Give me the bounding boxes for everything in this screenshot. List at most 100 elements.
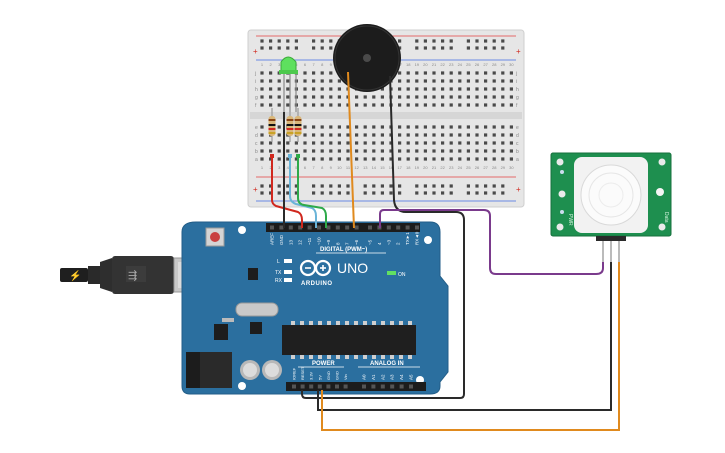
column-number-top: 28 bbox=[492, 62, 497, 67]
row-letter: b bbox=[516, 149, 519, 155]
digital-pin-label: RX◄0 bbox=[415, 231, 420, 245]
column-number-bottom: 18 bbox=[406, 165, 411, 170]
column-number-top: 2 bbox=[269, 62, 272, 67]
on-label: ON bbox=[398, 272, 406, 278]
column-number-bottom: 17 bbox=[397, 165, 402, 170]
column-number-bottom: 27 bbox=[483, 165, 488, 170]
rail-plus-top-left: + bbox=[253, 47, 258, 56]
column-number-bottom: 2 bbox=[269, 165, 272, 170]
resistor-2[interactable] bbox=[286, 108, 294, 142]
digital-pin-label: ~5 bbox=[368, 239, 373, 245]
row-letter: h bbox=[516, 87, 519, 93]
column-number-bottom: 3 bbox=[278, 165, 281, 170]
column-number-bottom: 23 bbox=[449, 165, 454, 170]
arduino-logo-icon bbox=[299, 259, 332, 277]
microcontroller-chip bbox=[288, 325, 416, 355]
wire-sensor-orange bbox=[321, 262, 620, 431]
resistor-3[interactable] bbox=[294, 108, 302, 142]
column-number-bottom: 14 bbox=[372, 165, 377, 170]
analog-pin-label: A0 bbox=[362, 374, 367, 380]
column-number-bottom: 5 bbox=[295, 165, 298, 170]
digital-header-label: DIGITAL (PWM~) bbox=[320, 247, 367, 253]
pir-label-left: PWR bbox=[567, 214, 573, 226]
wire-buzzer-orange bbox=[347, 71, 355, 229]
row-letter: g bbox=[516, 95, 519, 101]
digital-pin-label: ~9 bbox=[326, 239, 331, 245]
analog-pin-label: A4 bbox=[399, 374, 404, 380]
power-pin-label: GND bbox=[335, 371, 340, 380]
power-pin-label: Vin bbox=[343, 374, 348, 380]
column-number-top: 19 bbox=[415, 62, 420, 67]
row-letter: c bbox=[516, 141, 519, 147]
column-number-bottom: 6 bbox=[304, 165, 307, 170]
digital-pin-label: ~10 bbox=[317, 237, 322, 245]
led-tx-label: TX bbox=[275, 270, 282, 276]
power-pin-label: IOREF bbox=[292, 367, 297, 380]
column-number-top: 6 bbox=[304, 62, 307, 67]
column-number-bottom: 24 bbox=[458, 165, 463, 170]
column-number-bottom: 13 bbox=[363, 165, 368, 170]
column-number-bottom: 16 bbox=[389, 165, 394, 170]
digital-header bbox=[266, 223, 420, 232]
column-number-top: 18 bbox=[406, 62, 411, 67]
power-led bbox=[387, 271, 396, 275]
analog-pin-label: A3 bbox=[390, 374, 395, 380]
row-letter: a bbox=[255, 157, 258, 163]
analog-pin-label: A2 bbox=[380, 374, 385, 380]
led[interactable] bbox=[279, 56, 298, 112]
column-number-top: 21 bbox=[432, 62, 437, 67]
digital-pin-label: 8 bbox=[335, 242, 340, 245]
piezo-buzzer[interactable] bbox=[333, 24, 401, 92]
power-pin-label: RESET bbox=[300, 366, 305, 380]
usb-bolt-icon: ⚡ bbox=[69, 269, 81, 282]
row-letter: i bbox=[255, 79, 256, 85]
row-letter: f bbox=[255, 103, 257, 109]
column-number-top: 22 bbox=[440, 62, 445, 67]
digital-pin-label: ~6 bbox=[354, 239, 359, 245]
row-letter: e bbox=[516, 125, 519, 131]
digital-pin-label: TX►1 bbox=[405, 232, 410, 245]
column-number-top: 20 bbox=[423, 62, 428, 67]
usb-icon: ⇶ bbox=[128, 269, 137, 282]
wire-green bbox=[297, 156, 327, 228]
row-letter: e bbox=[255, 125, 258, 131]
column-number-top: 29 bbox=[501, 62, 506, 67]
resistor-1[interactable] bbox=[268, 108, 276, 142]
row-letter: j bbox=[254, 71, 256, 77]
column-number-bottom: 26 bbox=[475, 165, 480, 170]
power-analog-header bbox=[286, 382, 426, 391]
power-pin-label: GND bbox=[326, 371, 331, 380]
column-number-top: 7 bbox=[312, 62, 315, 67]
column-number-top: 1 bbox=[261, 62, 264, 67]
digital-pin-label: 12 bbox=[298, 239, 303, 245]
column-number-bottom: 9 bbox=[330, 165, 333, 170]
column-number-bottom: 1 bbox=[261, 165, 264, 170]
power-pin-label: 3.3V bbox=[309, 371, 314, 380]
column-number-bottom: 10 bbox=[337, 165, 342, 170]
column-number-bottom: 30 bbox=[509, 165, 514, 170]
breadboard-labels: 1122334455667788991010111112121313141415… bbox=[254, 62, 519, 170]
row-letter: d bbox=[255, 133, 258, 139]
rail-plus-top-right: + bbox=[516, 47, 521, 56]
row-letter: d bbox=[516, 133, 519, 139]
brand-label: ARDUINO bbox=[301, 281, 333, 287]
column-number-bottom: 12 bbox=[354, 165, 359, 170]
pir-sensor[interactable]: PWR Data bbox=[550, 152, 672, 262]
wire-red bbox=[271, 156, 303, 228]
row-letter: f bbox=[516, 103, 518, 109]
pir-label-right: Data bbox=[663, 212, 669, 223]
row-letter: i bbox=[516, 79, 517, 85]
row-letter: b bbox=[255, 149, 258, 155]
column-number-top: 5 bbox=[295, 62, 298, 67]
power-label: POWER bbox=[312, 361, 335, 367]
column-number-bottom: 7 bbox=[312, 165, 315, 170]
wires bbox=[271, 71, 620, 431]
analog-pin-label: A5 bbox=[409, 374, 414, 380]
digital-pin-label: GND bbox=[279, 234, 284, 245]
digital-pin-label: 13 bbox=[288, 239, 293, 245]
column-number-bottom: 11 bbox=[346, 165, 351, 170]
digital-pin-label: 4 bbox=[377, 242, 382, 245]
